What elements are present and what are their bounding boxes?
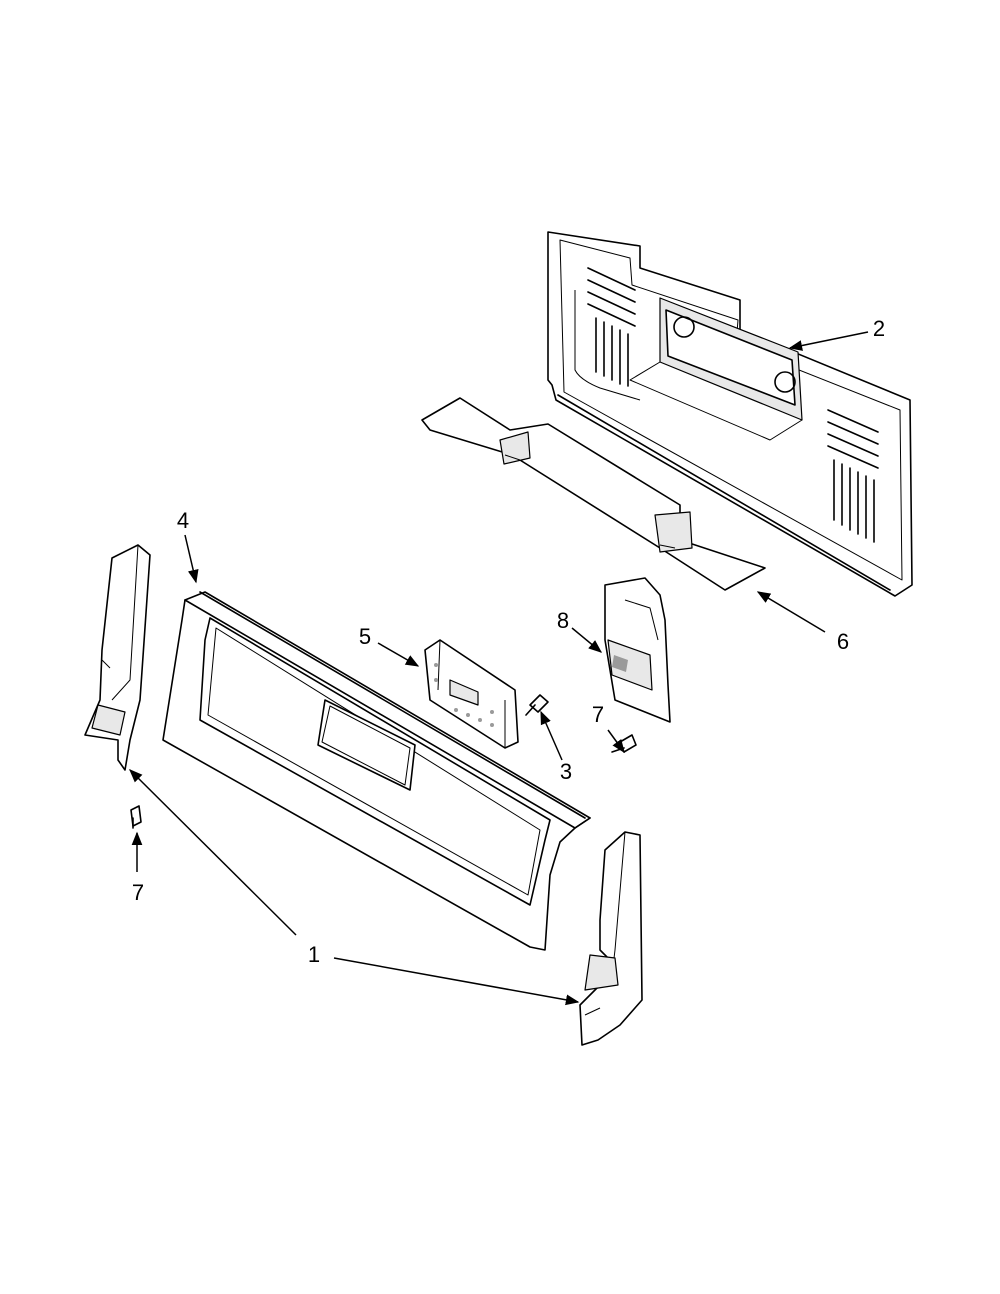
leader-7-right bbox=[607, 729, 625, 754]
callout-4: 4 bbox=[177, 508, 189, 533]
callout-3: 3 bbox=[560, 759, 572, 784]
leader-4 bbox=[184, 534, 199, 584]
callout-6: 6 bbox=[837, 629, 849, 654]
leader-1-left bbox=[129, 769, 297, 936]
callout-2: 2 bbox=[873, 316, 885, 341]
leader-2 bbox=[788, 331, 869, 351]
leader-lines bbox=[129, 331, 869, 1006]
callout-1: 1 bbox=[308, 942, 320, 967]
bracket-part bbox=[604, 577, 671, 723]
end-cap-left-part bbox=[84, 544, 151, 771]
screw-3-part bbox=[525, 694, 549, 716]
electronic-control-board-part bbox=[424, 639, 519, 749]
callout-8: 8 bbox=[557, 608, 569, 633]
screw-7-right-part bbox=[611, 734, 637, 753]
leader-5 bbox=[377, 642, 420, 667]
callout-5: 5 bbox=[359, 624, 371, 649]
callout-7-right: 7 bbox=[592, 702, 604, 727]
callout-7-left: 7 bbox=[132, 880, 144, 905]
screw-7-left-part bbox=[130, 805, 142, 829]
leader-6 bbox=[756, 591, 826, 633]
control-panel-part bbox=[162, 591, 591, 951]
callout-labels: 2 4 5 8 6 7 3 7 1 bbox=[132, 316, 885, 967]
leader-8 bbox=[571, 627, 603, 653]
insulation-plate-part bbox=[421, 397, 766, 591]
right-vent-slots bbox=[827, 409, 879, 543]
leader-3 bbox=[540, 710, 563, 761]
end-cap-right-part bbox=[579, 831, 643, 1046]
rear-control-panel-part bbox=[547, 231, 913, 597]
left-vent-slots bbox=[587, 267, 636, 387]
leader-1-right bbox=[333, 957, 580, 1006]
